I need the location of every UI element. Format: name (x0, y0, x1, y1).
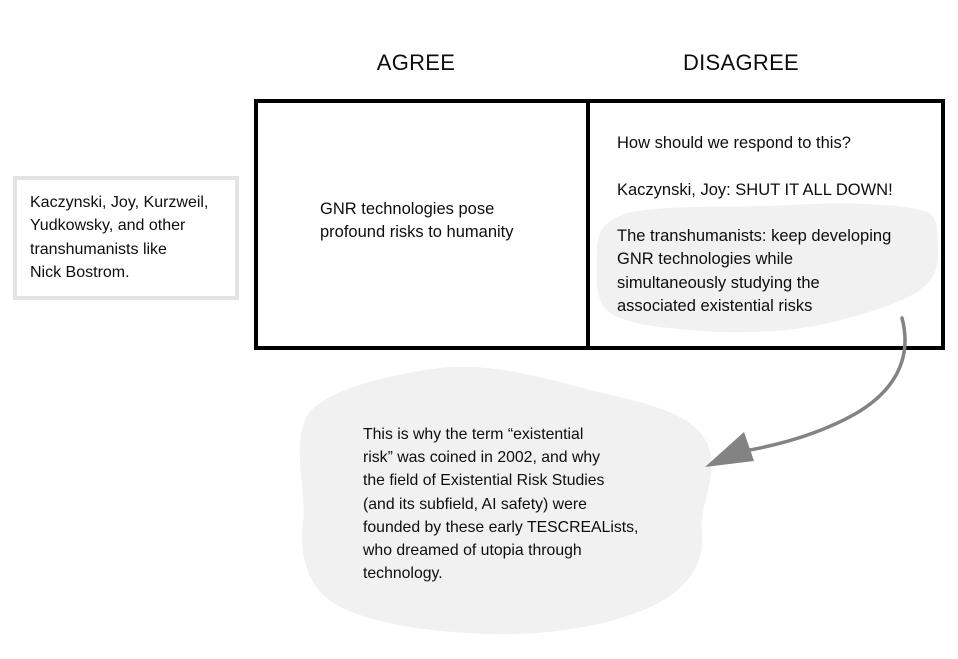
disagree-transhumanist-response-text: The transhumanists: keep developing GNR … (617, 227, 892, 315)
disagree-question-text: How should we respond to this? (617, 134, 851, 152)
callout-text: This is why the term “existential risk” … (363, 426, 639, 583)
arrow-head-icon (705, 432, 754, 467)
side-note-box: Kaczynski, Joy, Kurzweil, Yudkowsky, and… (13, 176, 239, 301)
table-column-divider (586, 103, 590, 346)
comparison-table (254, 99, 945, 350)
agree-cell-text: GNR technologies pose profound risks to … (320, 200, 514, 242)
disagree-column-label: DISAGREE (682, 50, 800, 75)
agree-column-label: AGREE (376, 50, 456, 75)
disagree-kaczynski-response-text: Kaczynski, Joy: SHUT IT ALL DOWN! (617, 181, 893, 199)
